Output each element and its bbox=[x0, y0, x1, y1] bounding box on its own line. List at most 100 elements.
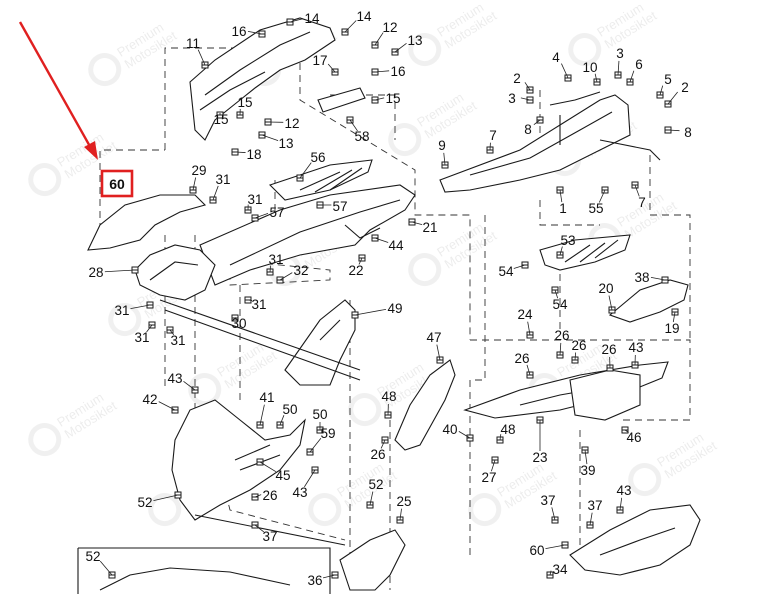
part-callout-label[interactable]: 19 bbox=[664, 321, 679, 336]
part-callout-label[interactable]: 17 bbox=[312, 53, 327, 68]
part-callout-label[interactable]: 20 bbox=[598, 281, 613, 296]
part-callout-label[interactable]: 48 bbox=[500, 422, 515, 437]
part-callout-label[interactable]: 50 bbox=[312, 407, 327, 422]
leader-line bbox=[380, 439, 386, 449]
part-callout-label[interactable]: 14 bbox=[356, 9, 372, 24]
part-callout-label[interactable]: 44 bbox=[388, 238, 404, 253]
part-callout-label[interactable]: 46 bbox=[626, 430, 641, 445]
part-callout-label[interactable]: 3 bbox=[616, 46, 624, 61]
part-callout-label[interactable]: 7 bbox=[489, 128, 497, 143]
part-callout-label[interactable]: 43 bbox=[167, 371, 182, 386]
part-callout-label[interactable]: 38 bbox=[634, 270, 649, 285]
part-callout-label[interactable]: 4 bbox=[552, 50, 560, 65]
part-callout-label[interactable]: 52 bbox=[368, 477, 383, 492]
part-callout-label[interactable]: 31 bbox=[247, 192, 262, 207]
leader-line bbox=[624, 429, 629, 433]
part-callout-label[interactable]: 25 bbox=[396, 494, 411, 509]
part-callout-label[interactable]: 23 bbox=[532, 450, 547, 465]
part-callout-label[interactable]: 40 bbox=[442, 422, 457, 437]
part-callout-label[interactable]: 14 bbox=[304, 11, 320, 26]
part-callout-label[interactable]: 36 bbox=[307, 573, 322, 588]
part-callout-label[interactable]: 13 bbox=[407, 33, 422, 48]
part-callout-label[interactable]: 5 bbox=[664, 72, 672, 87]
part-callout-label[interactable]: 26 bbox=[370, 447, 385, 462]
part-callout-label[interactable]: 57 bbox=[269, 205, 284, 220]
part-callout-label[interactable]: 12 bbox=[284, 116, 299, 131]
part-callout-label[interactable]: 3 bbox=[508, 91, 516, 106]
part-callout-label[interactable]: 7 bbox=[638, 195, 646, 210]
part-callout-label[interactable]: 9 bbox=[438, 138, 446, 153]
part-callout-label[interactable]: 15 bbox=[213, 112, 228, 127]
part-callout-label[interactable]: 59 bbox=[320, 426, 335, 441]
part-callout-label[interactable]: 45 bbox=[275, 468, 290, 483]
part-callout-label[interactable]: 31 bbox=[170, 333, 185, 348]
part-callout-label[interactable]: 26 bbox=[571, 338, 586, 353]
part-callout-label[interactable]: 34 bbox=[552, 562, 568, 577]
part-callout-label[interactable]: 37 bbox=[262, 529, 277, 544]
part-callout-label[interactable]: 11 bbox=[186, 36, 200, 51]
part-callout-label[interactable]: 28 bbox=[88, 265, 103, 280]
leader-line bbox=[374, 97, 385, 101]
part-callout-label[interactable]: 43 bbox=[616, 483, 631, 498]
part-callout-label[interactable]: 50 bbox=[282, 402, 297, 417]
part-callout-label[interactable]: 27 bbox=[481, 470, 496, 485]
part-callout-label[interactable]: 22 bbox=[348, 263, 363, 278]
part-callout-label[interactable]: 24 bbox=[517, 307, 533, 322]
part-callout-label[interactable]: 16 bbox=[390, 64, 405, 79]
part-callout-label[interactable]: 52 bbox=[85, 549, 100, 564]
part-callout-label[interactable]: 26 bbox=[554, 328, 569, 343]
part-callout-label[interactable]: 56 bbox=[310, 150, 325, 165]
part-callout-label[interactable]: 32 bbox=[293, 263, 308, 278]
part-callout-label[interactable]: 2 bbox=[513, 71, 521, 86]
part-callout-label[interactable]: 49 bbox=[387, 301, 402, 316]
part-callout-label[interactable]: 54 bbox=[552, 297, 568, 312]
part-callout-label[interactable]: 8 bbox=[524, 122, 532, 137]
part-callout-label[interactable]: 15 bbox=[237, 95, 252, 110]
part-callout-label[interactable]: 31 bbox=[134, 330, 149, 345]
part-callout-label[interactable]: 41 bbox=[259, 390, 274, 405]
part-callout-label[interactable]: 54 bbox=[498, 264, 514, 279]
part-callout-label[interactable]: 53 bbox=[560, 233, 575, 248]
part-callout-label[interactable]: 16 bbox=[231, 24, 246, 39]
leader-line bbox=[153, 494, 179, 501]
part-callout-label[interactable]: 26 bbox=[262, 488, 277, 503]
part-callout-label[interactable]: 31 bbox=[114, 303, 129, 318]
part-callout-label[interactable]: 31 bbox=[215, 172, 230, 187]
part-callout-label[interactable]: 29 bbox=[191, 163, 206, 178]
part-callout-label[interactable]: 2 bbox=[681, 80, 689, 95]
leader-line bbox=[259, 404, 265, 426]
part-callout-label[interactable]: 43 bbox=[628, 340, 643, 355]
leader-line bbox=[589, 512, 593, 526]
part-callout-label[interactable]: 26 bbox=[514, 351, 529, 366]
part-callout-label[interactable]: 43 bbox=[292, 485, 307, 500]
part-callout-label[interactable]: 21 bbox=[422, 220, 437, 235]
part-callout-label[interactable]: 8 bbox=[684, 125, 692, 140]
part-callout-label[interactable]: 18 bbox=[246, 147, 261, 162]
part-callout-label[interactable]: 10 bbox=[582, 60, 597, 75]
part-callout-label[interactable]: 48 bbox=[381, 389, 396, 404]
part-callout-label[interactable]: 47 bbox=[426, 330, 441, 345]
part-callout-label[interactable]: 55 bbox=[588, 201, 603, 216]
part-callout-label[interactable]: 6 bbox=[635, 57, 643, 72]
leader-line bbox=[374, 70, 390, 73]
part-callout-label[interactable]: 1 bbox=[559, 201, 567, 216]
part-callout-label[interactable]: 31 bbox=[251, 297, 266, 312]
part-callout-label[interactable]: 37 bbox=[587, 498, 602, 513]
part-callout-label[interactable]: 30 bbox=[231, 316, 246, 331]
part-callout-label[interactable]: 12 bbox=[382, 20, 397, 35]
part-callout-label[interactable]: 13 bbox=[278, 136, 293, 151]
part-callout-label[interactable]: 58 bbox=[354, 129, 369, 144]
leader-line bbox=[490, 459, 496, 472]
part-callout-label[interactable]: 26 bbox=[601, 342, 616, 357]
part-callout-label[interactable]: 57 bbox=[332, 199, 347, 214]
part-callout-label[interactable]: 42 bbox=[142, 392, 157, 407]
highlight-callout-60[interactable]: 60 bbox=[100, 169, 134, 198]
part-callout-label[interactable]: 39 bbox=[580, 463, 595, 478]
part-callout-label[interactable]: 31 bbox=[268, 252, 283, 267]
part-callout-label[interactable]: 52 bbox=[137, 495, 152, 510]
leader-line bbox=[617, 60, 620, 76]
leader-line bbox=[254, 494, 262, 498]
part-callout-label[interactable]: 60 bbox=[529, 543, 544, 558]
part-callout-label[interactable]: 15 bbox=[385, 91, 400, 106]
part-callout-label[interactable]: 37 bbox=[540, 493, 555, 508]
